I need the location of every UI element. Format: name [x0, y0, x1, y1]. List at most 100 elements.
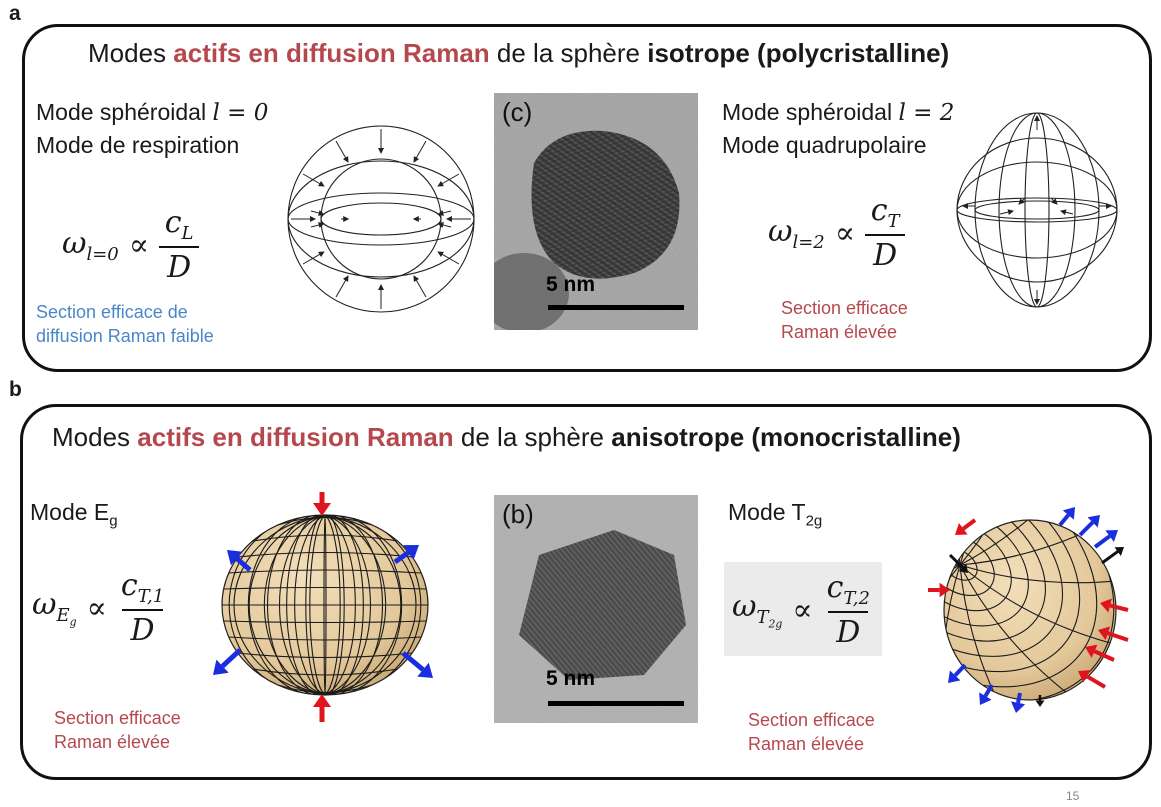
t2g-arrow-red	[1107, 631, 1129, 642]
breathing-arrow	[310, 210, 325, 216]
t2g-ring	[944, 520, 1115, 700]
t2g-ring	[944, 520, 1098, 688]
panel-a-letter: a	[9, 2, 21, 25]
t2g-arrow-blue	[1016, 692, 1022, 704]
t2g-arrow-black	[1101, 550, 1119, 565]
eg-arrow-blue	[235, 556, 252, 572]
t2g-arrow-blue-head	[979, 692, 992, 705]
quadrupolar-mode-label: Mode sphéroidal l = 2 Mode quadrupolaire	[722, 99, 955, 158]
eg-parallel	[237, 551, 413, 558]
t2g-spoke	[959, 564, 1116, 584]
breathing-arrow	[413, 275, 427, 298]
t2g-arrow-red	[1109, 603, 1129, 612]
tem-image-monocrystalline: (b) 5 nm	[494, 495, 698, 723]
breathing-arrow	[310, 222, 325, 228]
t2g-arrow-red-head	[1085, 644, 1098, 658]
eg-parallel	[277, 684, 373, 694]
breathing-arrow	[437, 210, 452, 216]
t2g-arrow-black-head	[1114, 547, 1124, 556]
t2g-ring	[944, 520, 1046, 642]
eg-parallel	[223, 620, 427, 624]
t2g-arrow-black-head	[1035, 700, 1045, 707]
eg-mode-label: Mode Eg	[30, 499, 118, 530]
breathing-arrow	[437, 173, 460, 187]
t2g-arrow-blue-head	[948, 670, 961, 683]
tem-label-b: (b)	[502, 499, 534, 529]
tem-image-polycrystalline: (c) 5 nm	[494, 93, 698, 330]
breathing-arrow	[335, 275, 349, 298]
scale-bar-label-b: 5 nm	[546, 667, 596, 690]
eg-parallel	[228, 569, 422, 574]
t2g-arrow-red	[1085, 674, 1107, 689]
eg-parallel	[252, 668, 398, 676]
t2g-arrow-red-head	[955, 523, 968, 535]
t2g-arrow-black-head	[958, 563, 968, 573]
breathing-arrow	[302, 251, 325, 265]
t2g-spoke	[959, 564, 1053, 700]
eg-arrow-blue-head	[227, 550, 243, 566]
panel-b-title: Modes actifs en diffusion Raman de la sp…	[52, 422, 961, 452]
t2g-arrow-blue-head	[1010, 701, 1026, 713]
eg-arrow-red-head	[313, 503, 331, 516]
breathing-mode-note: Section efficace de diffusion Raman faib…	[36, 302, 214, 346]
slide-number: 15	[1066, 789, 1080, 803]
quadrupolar-mode-formula: ωl=2 ∝ cT D	[768, 193, 906, 273]
t2g-mode-sphere-diagram	[928, 507, 1129, 713]
t2g-arrow-red	[962, 518, 977, 531]
t2g-arrow-blue	[983, 683, 994, 698]
t2g-mode-formula: ωT2g ∝ cT,2 D	[724, 562, 882, 656]
t2g-ring	[944, 520, 1064, 657]
panel-b	[20, 404, 1152, 780]
t2g-arrow-red-head	[1098, 626, 1111, 641]
t2g-spoke	[959, 520, 1053, 566]
eg-arrow-blue	[401, 651, 425, 672]
quadrupolar-mode-note: Section efficace Raman élevée	[781, 298, 908, 342]
breathing-mode-label: Mode sphéroidal l = 0 Mode de respiratio…	[36, 99, 269, 158]
eg-parallel	[228, 636, 422, 641]
t2g-arrow-red-head	[1100, 598, 1112, 613]
eg-arrow-blue-head	[403, 545, 419, 560]
breathing-mode-formula: ωl=0 ∝ cL D	[62, 205, 200, 285]
t2g-arrow-blue	[1058, 513, 1070, 527]
tem-label-c: (c)	[502, 97, 533, 127]
breathing-arrow	[437, 251, 460, 265]
t2g-mode-label: Mode T2g	[728, 499, 823, 530]
t2g-arrow-red-head	[939, 582, 950, 598]
eg-arrow-blue	[220, 648, 242, 669]
quadrupolar-mode-sphere-diagram	[956, 112, 1118, 308]
t2g-arrow-blue	[1078, 520, 1095, 537]
t2g-spoke	[959, 520, 1116, 566]
eg-arrow-blue-head	[417, 662, 433, 678]
t2g-spoke	[959, 564, 1116, 658]
breathing-arrow	[413, 140, 427, 163]
eg-parallel	[237, 652, 413, 659]
scale-bar-b	[548, 701, 684, 706]
t2g-arrow-blue	[953, 663, 967, 677]
eg-arrow-blue	[393, 550, 410, 565]
scale-bar-label-a: 5 nm	[546, 273, 596, 296]
eg-parallel	[252, 534, 398, 542]
t2g-arrow-blue-head	[1105, 530, 1118, 542]
eg-parallel	[277, 516, 373, 526]
eg-parallel	[223, 586, 427, 590]
scale-bar-a	[548, 305, 684, 310]
breathing-arrow	[437, 222, 452, 228]
panel-a-title: Modes actifs en diffusion Raman de la sp…	[88, 38, 950, 68]
t2g-arrow-blue-head	[1062, 507, 1075, 520]
t2g-spoke	[959, 564, 1116, 700]
t2g-arrow-black	[948, 553, 964, 569]
breathing-arrow	[302, 173, 325, 187]
t2g-mode-note: Section efficace Raman élevée	[748, 710, 875, 754]
eg-mode-formula: ωEg ∝ cT,1 D	[32, 568, 165, 648]
breathing-arrow	[335, 140, 349, 163]
t2g-arrow-blue-head	[1087, 515, 1100, 528]
t2g-arrow-red-head	[1078, 670, 1091, 683]
eg-arrow-blue-head	[213, 659, 229, 675]
eg-mode-note: Section efficace Raman élevée	[54, 708, 181, 752]
eg-arrow-red-head	[313, 694, 331, 707]
panel-a	[22, 24, 1152, 372]
t2g-arrow-blue	[1093, 534, 1111, 549]
t2g-spoke	[959, 520, 1116, 566]
t2g-spoke	[944, 564, 961, 700]
panel-b-letter: b	[9, 378, 22, 401]
